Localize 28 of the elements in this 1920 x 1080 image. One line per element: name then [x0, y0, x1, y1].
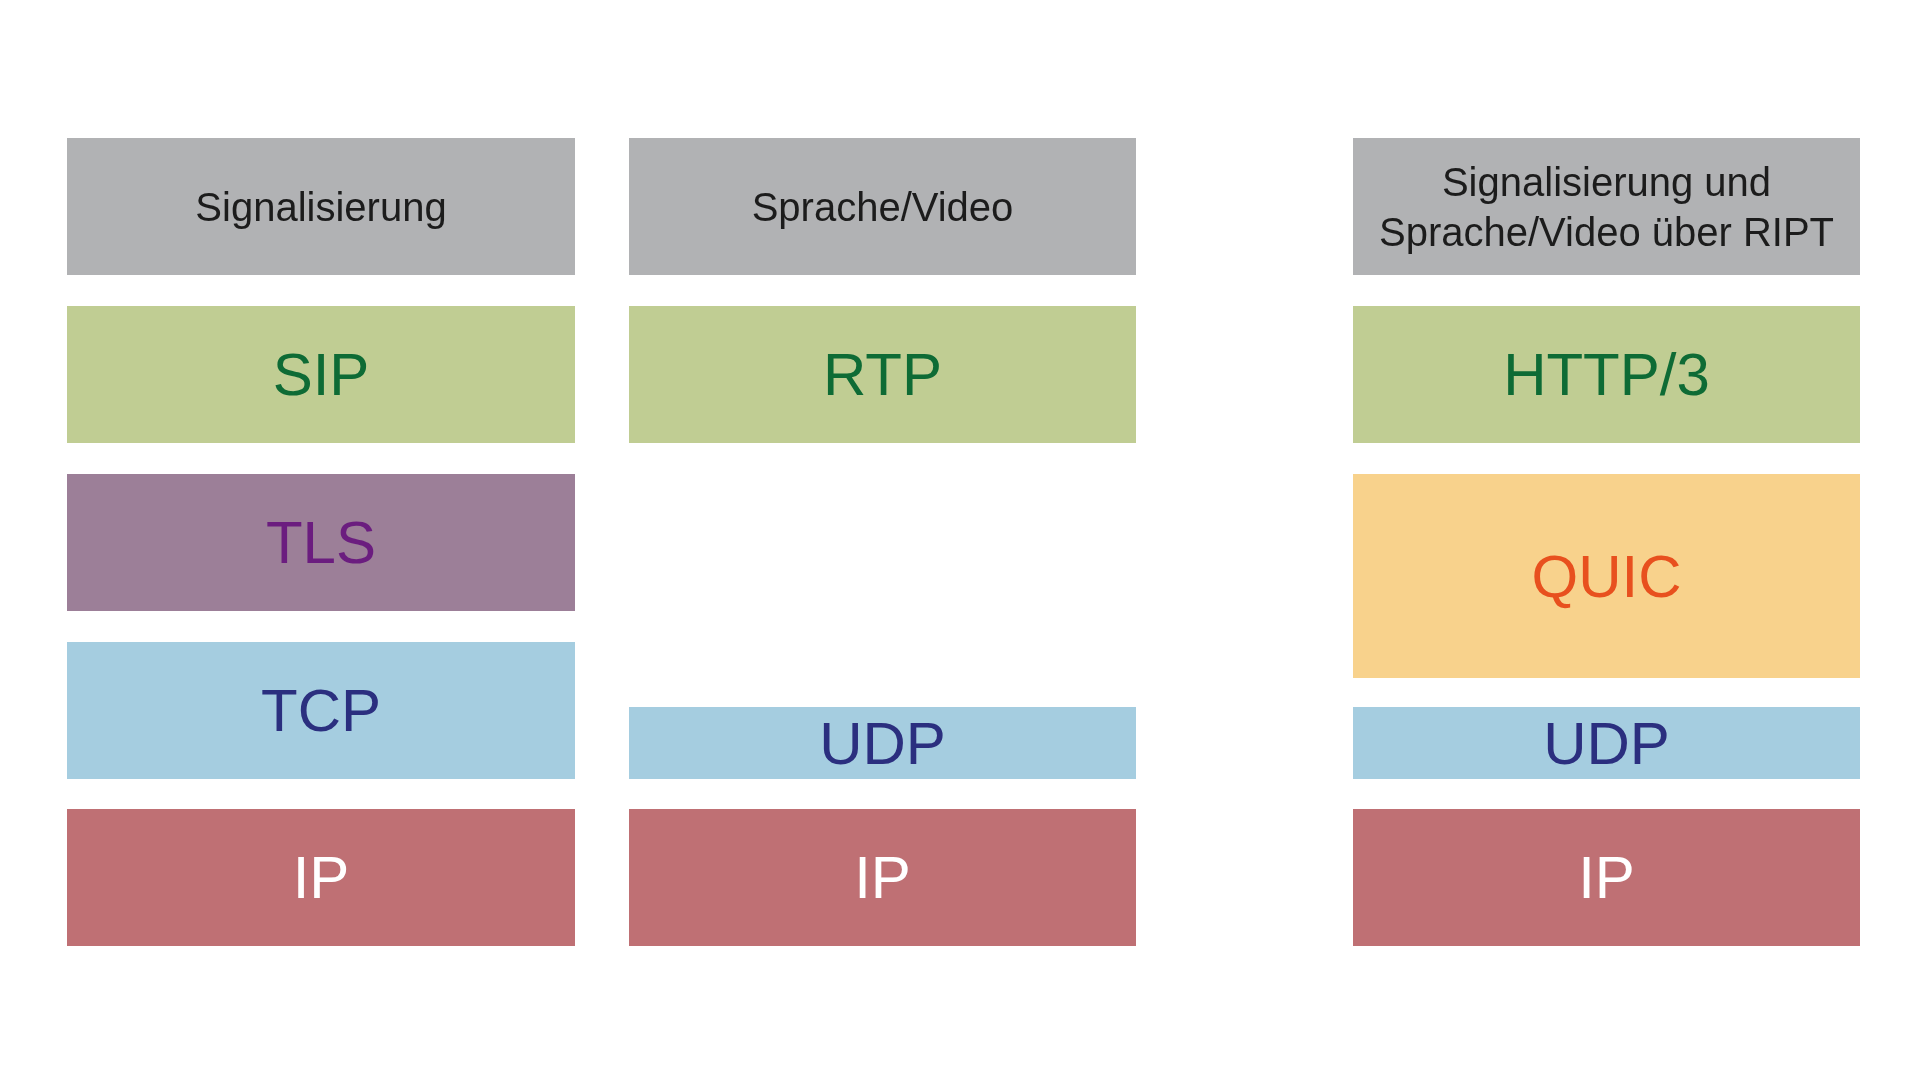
- protocol-label: IP: [1578, 843, 1635, 913]
- protocol-layer-box: [1353, 707, 1860, 779]
- protocol-layer-box: [1353, 809, 1860, 946]
- protocol-label: QUIC: [1531, 541, 1682, 612]
- header-box: [629, 138, 1136, 275]
- header-box: [1353, 138, 1860, 275]
- protocol-label: HTTP/3: [1503, 340, 1710, 410]
- protocol-label: TLS: [265, 508, 376, 578]
- protocol-label: SIP: [272, 340, 370, 410]
- protocol-layer-box: [629, 707, 1136, 779]
- protocol-layer-box: [1353, 306, 1860, 443]
- header-label: Signalisierung: [195, 183, 447, 231]
- protocol-layer-box: [629, 306, 1136, 443]
- protocol-layer-box: [67, 306, 575, 443]
- protocol-layer-box: [67, 474, 575, 611]
- protocol-label: UDP: [1543, 708, 1670, 779]
- header-label: Signalisierung und Sprache/Video über RIPT: [1377, 158, 1836, 256]
- header-label: Sprache/Video: [751, 183, 1014, 231]
- protocol-label: UDP: [819, 708, 946, 779]
- protocol-label: RTP: [823, 340, 942, 410]
- protocol-label: TCP: [261, 676, 381, 746]
- protocol-label: IP: [292, 843, 350, 913]
- protocol-layer-box: [1353, 474, 1860, 678]
- protocol-layer-box: [67, 642, 575, 779]
- protocol-label: IP: [854, 843, 911, 913]
- protocol-layer-box: [629, 809, 1136, 946]
- protocol-layer-box: [67, 809, 575, 946]
- header-box: [67, 138, 575, 275]
